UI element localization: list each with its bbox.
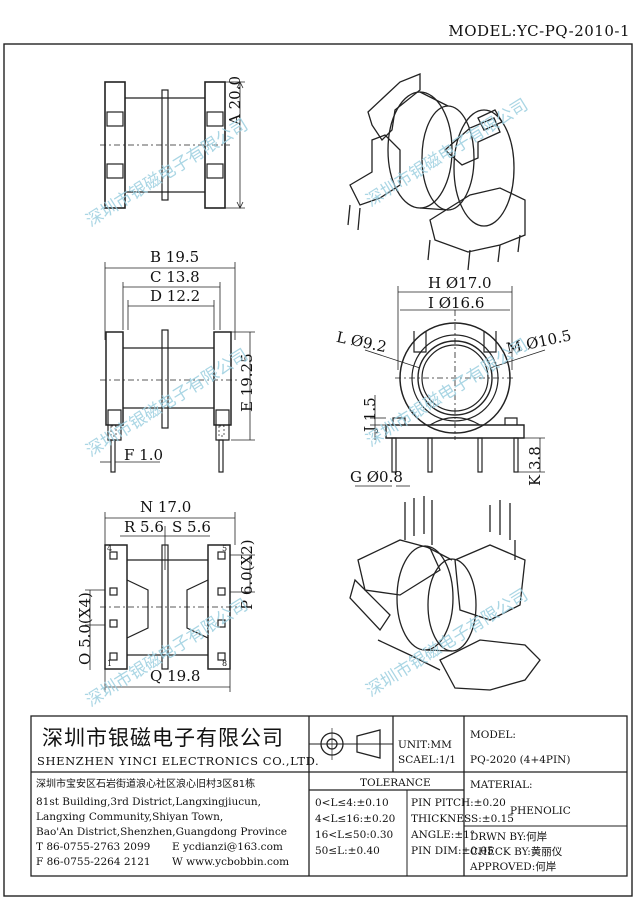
view-top [100, 81, 245, 209]
dim-o: O 5.0(X4) [76, 592, 94, 665]
tol-left-3: 16<L≤50:0.30 [315, 829, 394, 841]
pin-label-4: 4 [107, 544, 113, 553]
dim-g: G Ø0.8 [350, 468, 403, 486]
material-value: PHENOLIC [510, 805, 571, 817]
tol-right-4: PIN DIM:±0.05 [411, 845, 494, 857]
dim-q: Q 19.8 [150, 667, 201, 685]
view-bottom [85, 512, 255, 692]
tol-right-2: THICKNESS:±0.15 [411, 813, 514, 825]
iso-view-lower [349, 496, 541, 691]
pin-label-1: 1 [107, 659, 113, 668]
address-en-line1: 81st Building,3rd District,Langxingjiucu… [36, 796, 261, 808]
scale: SCAEL:1/1 [398, 754, 456, 766]
model-value: PQ-2020 (4+4PIN) [470, 754, 571, 766]
pin-label-8: 8 [222, 659, 228, 668]
view-side [355, 286, 546, 487]
tol-right-1: PIN PITCH:±0.20 [411, 797, 506, 809]
tol-right-3: ANGLE:±1° [411, 829, 476, 841]
dim-b: B 19.5 [150, 248, 200, 266]
dim-f: F 1.0 [124, 446, 164, 464]
company-name-cn: 深圳市银磁电子有限公司 [42, 726, 284, 750]
pin-label-5: 5 [222, 544, 228, 553]
model-label: MODEL: [470, 729, 516, 741]
view-front [100, 262, 255, 473]
address-en-line3: Bao'An District,Shenzhen,Guangdong Provi… [36, 826, 287, 838]
material-label: MATERIAL: [470, 779, 533, 791]
company-name-en: SHENZHEN YINCI ELECTRONICS CO.,LTD. [37, 754, 320, 768]
telephone: T 86-0755-2763 2099 [36, 841, 151, 853]
dim-n: N 17.0 [140, 498, 192, 516]
dim-h: H Ø17.0 [428, 274, 492, 292]
address-cn: 深圳市宝安区石岩街道浪心社区浪心旧村3区81栋 [36, 779, 256, 790]
website: W www.ycbobbin.com [172, 856, 290, 868]
iso-view-upper [347, 73, 526, 271]
tol-left-4: 50≤L:±0.40 [315, 845, 380, 857]
dim-i: I Ø16.6 [428, 294, 485, 312]
tol-left-2: 4<L≤16:±0.20 [315, 813, 396, 825]
fax: F 86-0755-2264 2121 [36, 856, 151, 868]
email: E ycdianzi@163.com [172, 841, 283, 853]
title-block-grid [30, 715, 628, 877]
approved-by: APPROVED:何岸 [470, 861, 557, 873]
dim-d: D 12.2 [150, 287, 201, 305]
dim-r: R 5.6 [124, 518, 164, 536]
drawn-by: DRWN BY:何岸 [470, 831, 548, 843]
dim-s: S 5.6 [172, 518, 211, 536]
dim-c: C 13.8 [150, 268, 200, 286]
model-number-header: MODEL:YC-PQ-2010-1 [448, 22, 630, 40]
checked-by: CHECK BY:黄丽仪 [470, 846, 563, 858]
tolerance-label: TOLERANCE [360, 777, 431, 789]
dim-k: K 3.8 [526, 446, 544, 486]
unit: UNIT:MM [398, 739, 452, 751]
sheet-border [3, 43, 633, 897]
address-en-line2: Langxing Community,Shiyan Town, [36, 811, 224, 823]
tol-left-1: 0<L≤4:±0.10 [315, 797, 389, 809]
